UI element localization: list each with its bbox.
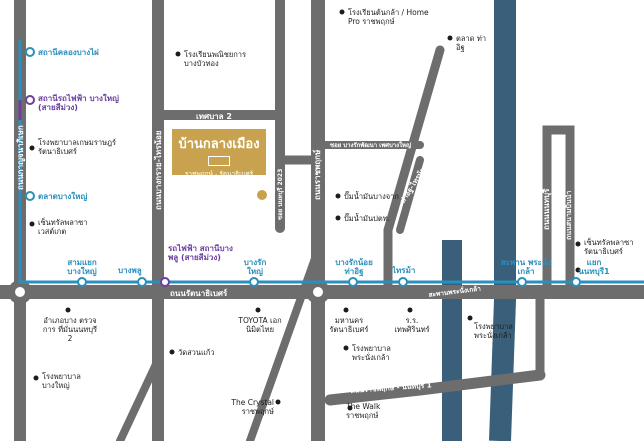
station-bang-rak-yai bbox=[249, 277, 259, 287]
road-label-soi-2023: ซอย นนทบุรี 2023 bbox=[277, 168, 284, 220]
station-nonthaburi-1 bbox=[571, 277, 581, 287]
road-label-bang-kruai: ถนนบางกรวย-ไทรน้อย bbox=[154, 130, 163, 210]
place-label: เซ็นทรัลพลาซา รัตนาธิเบศร์ bbox=[584, 238, 634, 256]
place-label: โรงพยาบาล พระนั่งเกล้า bbox=[474, 322, 513, 340]
station-bang-phlu bbox=[137, 277, 147, 287]
project-logo bbox=[208, 156, 230, 166]
station-bang-phlu-purple bbox=[160, 277, 170, 287]
station-phra-nang-klao-label: สะพาน พระนั่งเกล้า bbox=[500, 258, 552, 276]
station-talad-bang-yai bbox=[25, 191, 35, 201]
place-label: โรงพยาบาล บางใหญ่ bbox=[42, 372, 81, 390]
road-label-thetsaban-2: เทศบาล 2 bbox=[196, 112, 232, 121]
station-sai-ma-label: ไทรม้า bbox=[392, 266, 416, 275]
project-marker bbox=[257, 190, 267, 200]
road-label-rattanathibet: ถนนรัตนาธิเบศร์ bbox=[170, 289, 228, 298]
station-sam-yaek-label: สามแยก บางใหญ่ bbox=[67, 258, 97, 276]
station-bang-phlu-label: บางพลู bbox=[118, 266, 142, 275]
station-sam-yaek bbox=[77, 277, 87, 287]
river-chao-phraya bbox=[489, 0, 516, 441]
station-khlong-bang-phai bbox=[25, 47, 35, 57]
station-phra-nang-klao bbox=[517, 277, 527, 287]
place-label: มหานคร รัตนาธิเบศร์ bbox=[329, 316, 369, 334]
road-diag-left bbox=[116, 356, 162, 441]
station-bang-yai-purple-label: สถานีรถไฟฟ้า บางใหญ่ (สายสีม่วง) bbox=[38, 94, 119, 112]
project-box[interactable]: บ้านกลางเมือง ราชพฤกษ์ - รัตนาธิเบศร์ bbox=[172, 129, 266, 178]
place-label: The Crystal ราชพฤกษ์ bbox=[231, 398, 274, 416]
station-nonthaburi-1-label: แยก นนทบุรี1 bbox=[578, 258, 610, 276]
blue-line bbox=[18, 40, 644, 284]
place-label: เซ็นทรัลพลาซา เวสต์เกต bbox=[38, 218, 88, 236]
place-label: โรงพยาบาลเกษมราษฎร์ รัตนาธิเบศร์ bbox=[38, 138, 117, 156]
place-label: ตลาด ท่าอิฐ bbox=[456, 34, 487, 52]
station-khlong-bang-phai-label: สถานีคลองบางไผ่ bbox=[38, 48, 99, 57]
project-name: บ้านกลางเมือง bbox=[178, 137, 260, 152]
place-label: โรงเรียนต้นกล้า / Home Pro ราชพฤกษ์ bbox=[348, 8, 429, 26]
road-label-kanchanaphisek: ถนนกาญจนาภิเษก bbox=[16, 125, 25, 190]
place-label: ปั๊มน้ำมันปตท. bbox=[344, 214, 391, 223]
place-label: The Walk ราชพฤกษ์ bbox=[346, 402, 381, 420]
road-label-nonthaburi: ถนนนนทบุรี bbox=[542, 188, 551, 230]
place-label: โรงพยาบาล พระนั่งเกล้า bbox=[352, 344, 391, 362]
road-tha-it bbox=[383, 45, 445, 295]
station-bang-phlu-purple-label: รถไฟฟ้า สถานีบางพลู (สายสีม่วง) bbox=[168, 244, 233, 262]
place-label: ร.ร. เทพศิรินทร์ bbox=[394, 316, 430, 334]
place-label: วัดสวนแก้ว bbox=[178, 348, 215, 357]
road-tha-it-2 bbox=[396, 156, 424, 234]
place-label: อำเภอบาง ตรวจการ ที่มั่นนนทบุรี 2 bbox=[42, 316, 98, 343]
road-label-sanambinnam: ถนนสนามบินน้ำ bbox=[565, 190, 573, 240]
station-talad-bang-yai-label: ตลาดบางใหญ่ bbox=[38, 192, 88, 201]
project-subtitle: ราชพฤกษ์ - รัตนาธิเบศร์ bbox=[184, 170, 254, 178]
road-label-soi-nonthaburi: ซอย บางรักพัฒนา เพศบางใหญ่ bbox=[330, 142, 412, 149]
road-nonthaburi bbox=[542, 125, 575, 295]
road-label-ratchaphruek: ถนนราชพฤกษ์ bbox=[313, 149, 322, 200]
station-bang-rak-noi-label: บางรักน้อย ท่าอิฐ bbox=[335, 258, 373, 276]
place-label: TOYOTA เอกนิมิตไทย bbox=[238, 316, 282, 334]
road-ratchaphruek-nonthaburi1 bbox=[324, 369, 546, 406]
station-bang-yai-purple bbox=[25, 95, 35, 105]
place-label: ปั๊มน้ำมันบางจาก bbox=[344, 192, 399, 201]
station-bang-rak-yai-label: บางรัก ใหญ่ bbox=[243, 258, 267, 276]
place-label: โรงเรียนพณิชยการ บางบัวทอง bbox=[184, 50, 246, 68]
station-sai-ma bbox=[398, 277, 408, 287]
station-bang-rak-noi bbox=[348, 277, 358, 287]
